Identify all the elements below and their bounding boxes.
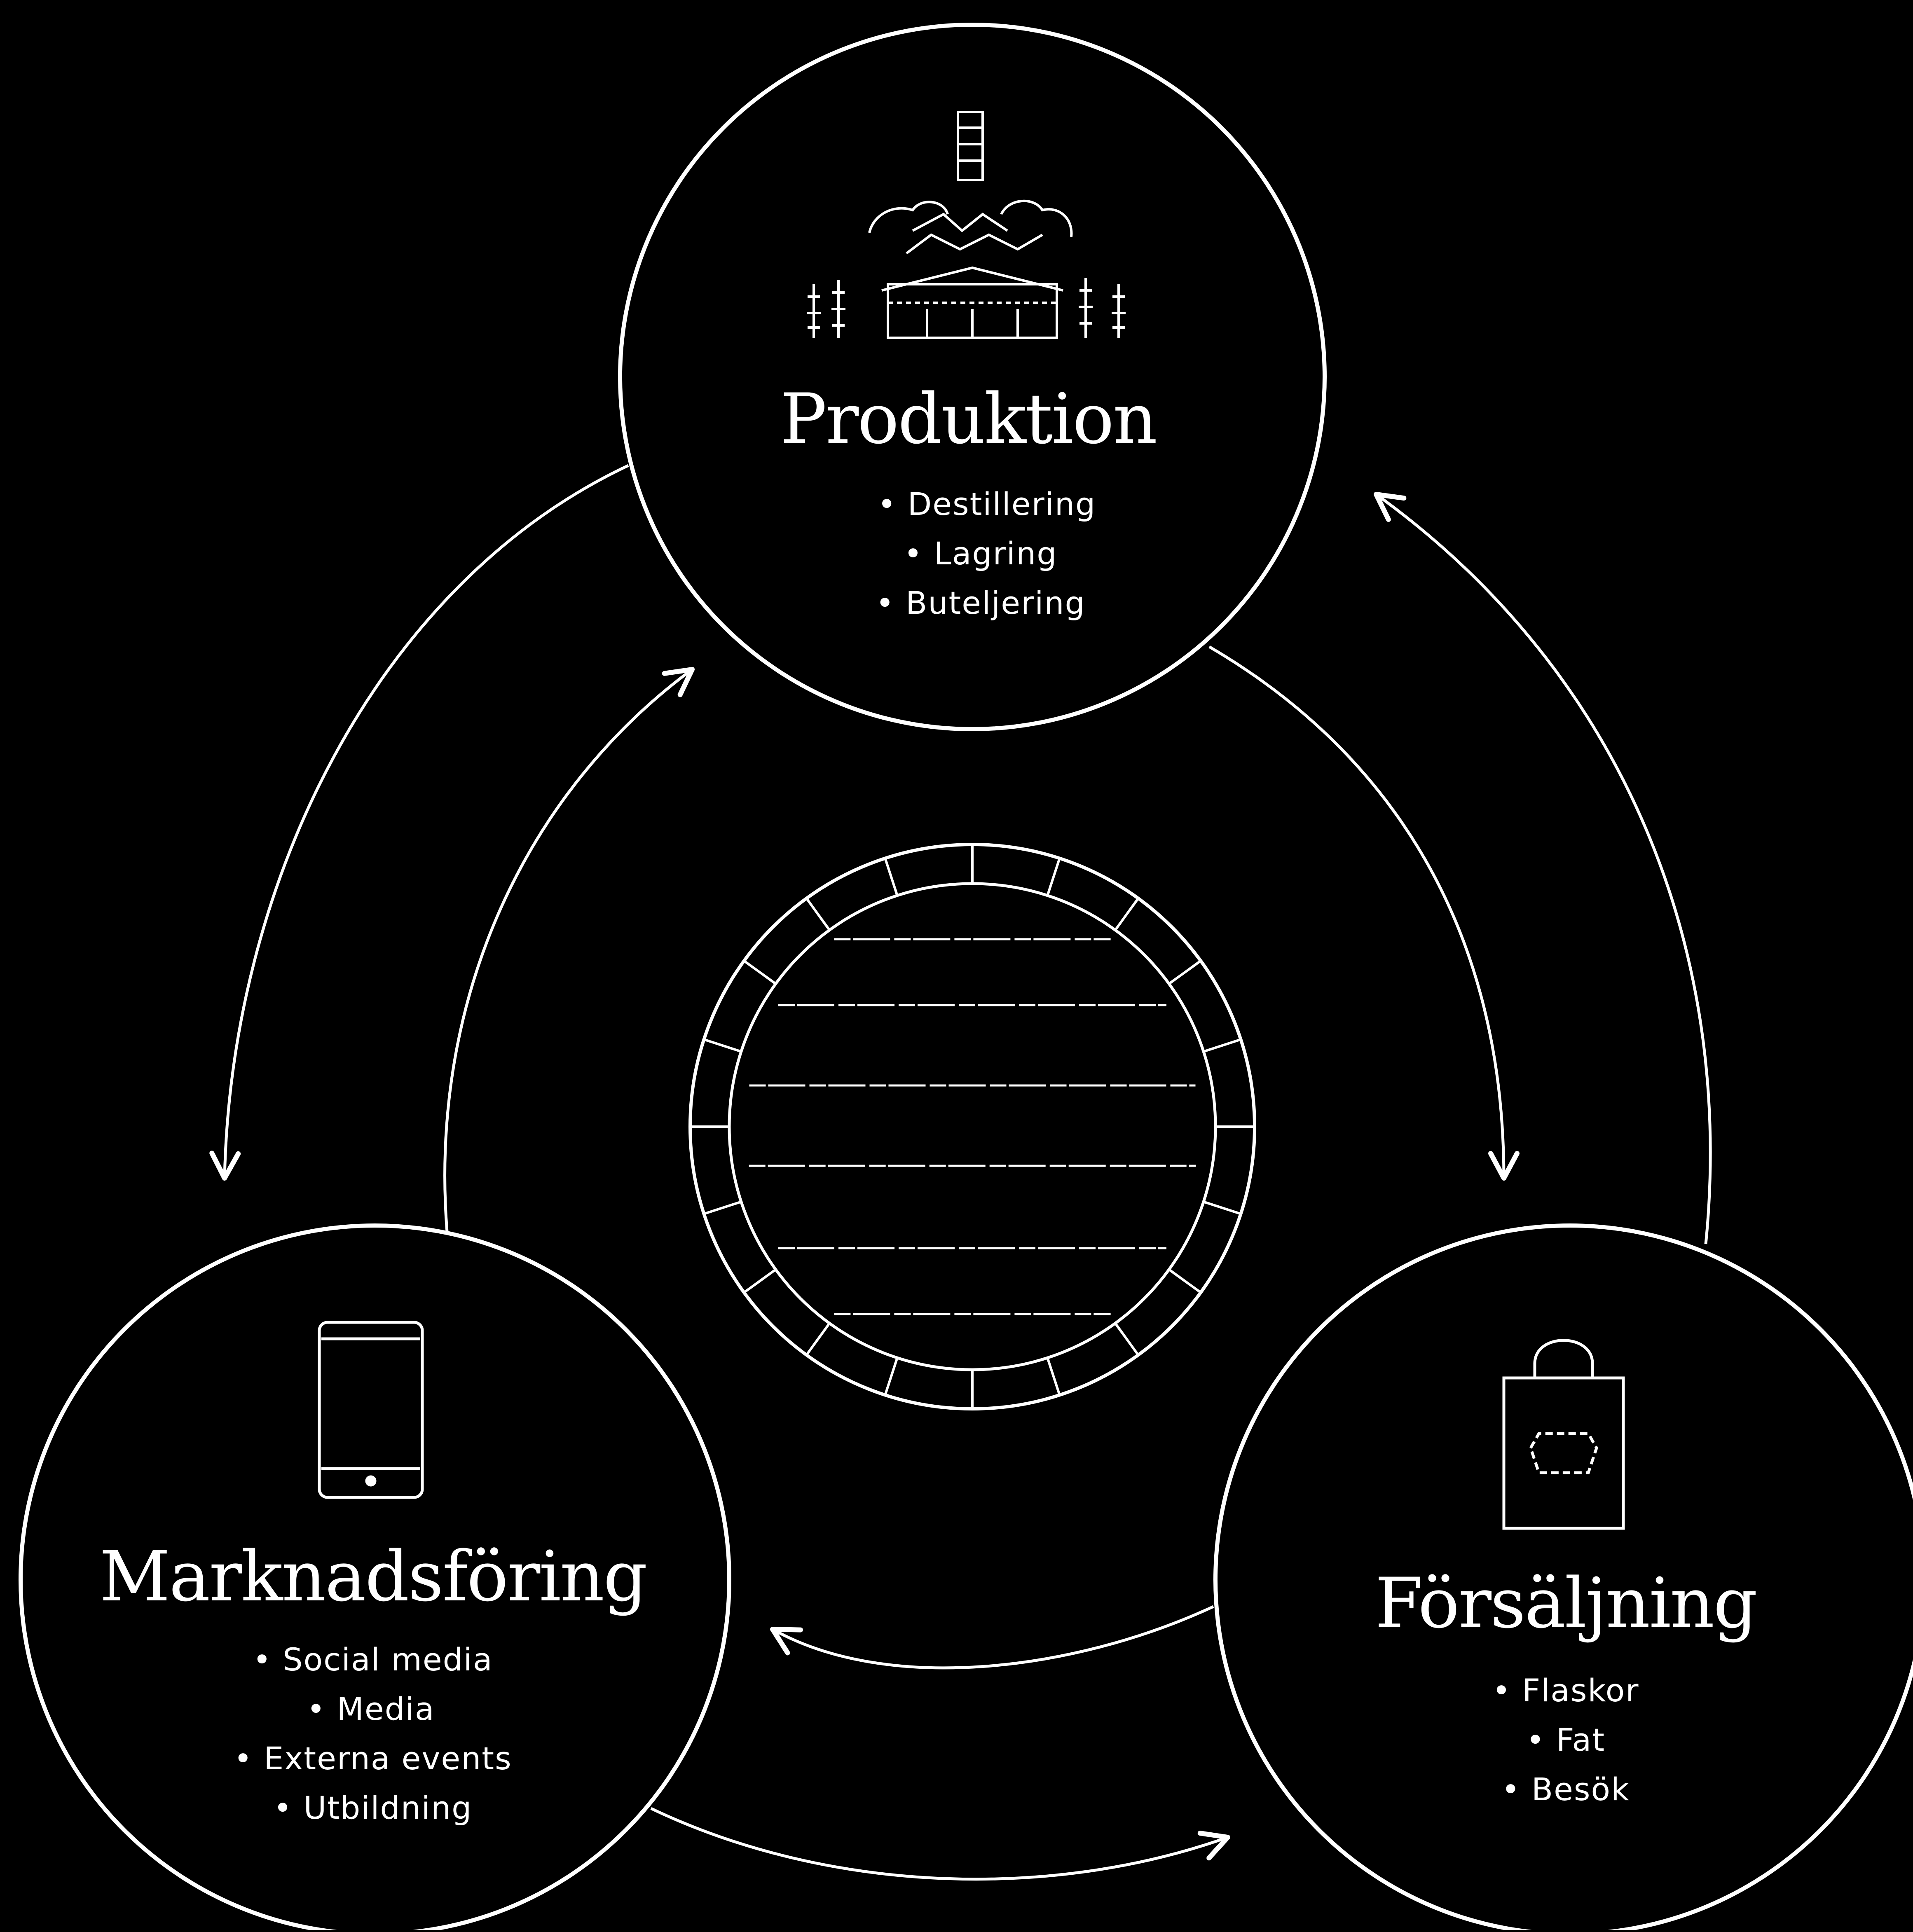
cycle-arrows — [209, 464, 1712, 1881]
node-forsaljning-circle — [1213, 1223, 1913, 1932]
barrel-stave-line — [1168, 959, 1201, 985]
arrow-produktion-to-marknadsforing — [209, 464, 629, 1181]
node-marknadsforing-item: • Utbildning — [274, 1789, 473, 1826]
node-produktion-item: • Buteljering — [876, 585, 1086, 621]
barrel-stave-line — [1046, 858, 1061, 896]
barrel-stave-line — [884, 1357, 899, 1396]
smartphone-icon — [318, 1321, 424, 1499]
arrow-marknadsforing-to-produktion — [443, 667, 695, 1232]
node-forsaljning-item: • Flaskor — [1492, 1672, 1639, 1709]
barrel-stave-line — [1046, 1357, 1061, 1396]
barrel-stave-line — [703, 1038, 742, 1053]
node-produktion-item: • Destillering — [878, 486, 1096, 522]
barrel-stave-line — [884, 858, 899, 896]
barrel-stave-line — [1203, 1038, 1241, 1053]
node-produktion-circle — [618, 23, 1327, 731]
distillery-icon — [807, 111, 1126, 339]
shopping-bag-icon — [1502, 1339, 1625, 1530]
node-marknadsforing-item: • Social media — [253, 1641, 493, 1678]
barrel-stave-line — [805, 898, 831, 931]
node-produktion: Produktion • Destillering • Lagring • Bu… — [618, 23, 1327, 731]
node-marknadsforing-title: Marknadsföring — [99, 1536, 646, 1617]
node-forsaljning: Försäljning • Flaskor • Fat • Besök — [1213, 1223, 1913, 1932]
node-marknadsforing-item: • Externa events — [234, 1740, 512, 1777]
barrel-stave-line — [1168, 1268, 1201, 1294]
arrow-produktion-to-forsaljning — [1208, 645, 1520, 1181]
barrel-stave-line — [743, 959, 777, 985]
barrel-stave-line — [1114, 1322, 1140, 1356]
barrel-stave-line — [805, 1322, 831, 1356]
node-produktion-item: • Lagring — [904, 535, 1058, 572]
barrel-stave-line — [703, 1200, 742, 1215]
arrow-forsaljning-to-produktion — [1374, 492, 1712, 1244]
node-forsaljning-title: Försäljning — [1375, 1563, 1756, 1644]
arrow-marknadsforing-to-forsaljning — [650, 1807, 1230, 1881]
node-marknadsforing-item: • Media — [307, 1691, 435, 1727]
node-produktion-title: Produktion — [780, 379, 1157, 459]
barrel-stave-line — [1203, 1200, 1241, 1215]
barrel-stave-line — [743, 1268, 777, 1294]
node-marknadsforing-circle — [19, 1223, 731, 1932]
arrow-forsaljning-to-marknadsforing — [770, 1605, 1214, 1670]
node-forsaljning-item: • Fat — [1526, 1721, 1605, 1758]
node-forsaljning-item: • Besök — [1501, 1771, 1630, 1808]
node-marknadsforing: Marknadsföring • Social media • Media • … — [19, 1223, 731, 1932]
barrel-end-icon — [688, 843, 1256, 1410]
barrel-stave-line — [1114, 898, 1140, 931]
